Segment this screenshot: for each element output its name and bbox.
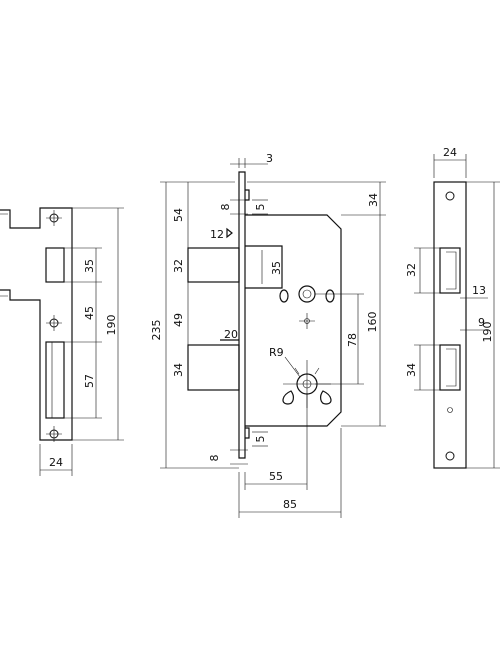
dim-49: 49 bbox=[172, 313, 185, 327]
faceplate bbox=[433, 181, 467, 469]
dim-32-faceplate: 32 bbox=[405, 263, 418, 277]
dim-190-faceplate: 190 bbox=[481, 322, 494, 343]
dim-13: 13 bbox=[472, 284, 486, 297]
dim-34-lower: 34 bbox=[172, 363, 185, 377]
strike-plate bbox=[0, 207, 73, 442]
dim-160: 160 bbox=[366, 312, 379, 333]
dim-5-bottom: 5 bbox=[254, 436, 267, 443]
dim-57-strike: 57 bbox=[83, 374, 96, 388]
dim-12: 12 bbox=[210, 228, 224, 241]
dim-8-top: 8 bbox=[219, 204, 232, 211]
dim-9: 9 bbox=[478, 316, 485, 329]
strike-dimensions: 35 45 57 190 24 bbox=[39, 207, 124, 476]
dim-35-strike: 35 bbox=[83, 259, 96, 273]
dim-235: 235 bbox=[150, 320, 163, 341]
dim-20: 20 bbox=[224, 328, 238, 341]
dim-24-strike: 24 bbox=[49, 456, 63, 469]
faceplate-dimensions: 24 190 32 13 9 34 bbox=[405, 146, 500, 469]
dim-3: 3 bbox=[266, 152, 273, 165]
dim-45-strike: 45 bbox=[83, 306, 96, 320]
dim-78: 78 bbox=[346, 333, 359, 347]
dim-35-body: 35 bbox=[270, 261, 283, 275]
dim-85: 85 bbox=[283, 498, 297, 511]
dim-54: 54 bbox=[172, 208, 185, 222]
dim-5-top: 5 bbox=[254, 204, 267, 211]
dim-34-faceplate: 34 bbox=[405, 363, 418, 377]
dim-8-bottom: 8 bbox=[208, 455, 221, 462]
lock-body bbox=[187, 171, 342, 459]
dim-24-faceplate: 24 bbox=[443, 146, 457, 159]
lock-body-dimensions: 3 8 5 54 34 12 32 35 49 20 34 235 78 160 bbox=[150, 152, 386, 518]
dim-34-top: 34 bbox=[367, 193, 380, 207]
dim-32-body: 32 bbox=[172, 259, 185, 273]
dim-r9: R9 bbox=[269, 346, 284, 359]
dim-190-strike: 190 bbox=[105, 315, 118, 336]
dim-55: 55 bbox=[269, 470, 283, 483]
